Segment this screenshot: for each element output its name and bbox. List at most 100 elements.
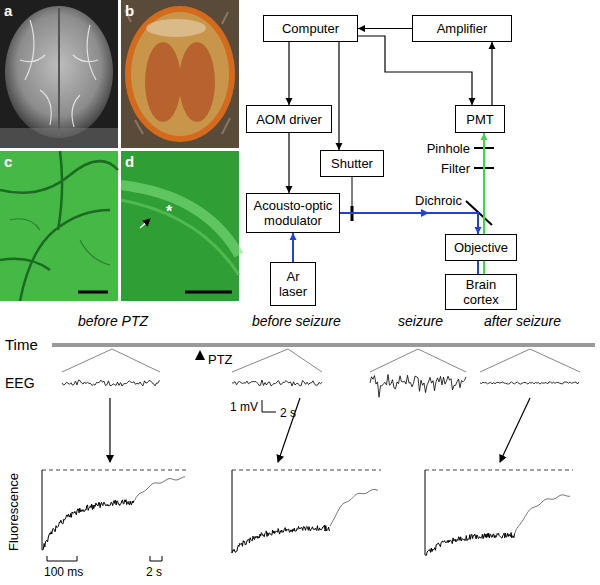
photo-d-part [140,219,150,228]
axis-label: Fluorescence [6,473,21,551]
box-label: Objective [454,240,508,255]
photo-c-part [10,219,110,265]
photo-b [121,0,239,148]
block-box: Shutter [320,150,384,177]
period-label: after seizure [484,313,561,329]
arrow-head [290,233,297,240]
event-label: PTZ [208,352,233,367]
component-label: Dichroic [415,193,462,208]
block-box: PMT [455,105,505,133]
eeg-traces-part [62,380,160,386]
timeline [52,345,595,372]
arrow-head [489,42,496,49]
box-label: Brain cortex [450,277,512,307]
period-label: before PTZ [78,313,148,329]
connector-line [340,213,478,234]
photo-a-part [0,0,118,148]
connector-line [288,133,289,193]
photo-d-part [121,200,239,275]
panel-letter: b [125,2,134,19]
arrow-head [286,98,293,105]
arrow-head [286,186,293,193]
photo-c-part [0,151,118,301]
scale-label: 1 mV [230,400,258,414]
fluorescence-traces-part [515,495,570,533]
connector [340,213,482,234]
eeg-traces [62,375,579,413]
zoom-arrows-part [278,398,300,462]
photo-d-part [121,151,239,301]
box-label: PMT [466,112,493,127]
connector [358,25,412,32]
photo-b-part [145,42,181,122]
block-box: Amplifier [412,15,512,42]
photo-d [121,151,239,301]
arrow-head [475,227,482,234]
photo-b-part [131,12,229,136]
box-label: AOM driver [256,112,322,127]
panel-letter: d [125,153,134,170]
scale-label: 100 ms [44,565,83,579]
axis-label: Time [5,336,38,353]
block-box: Brain cortex [445,274,517,310]
block-box: Ar laser [270,262,316,306]
photo-b-part [121,0,239,148]
fluorescence-traces [42,470,573,561]
box-label: Shutter [331,156,373,171]
box-label: Amplifier [437,21,488,36]
connector [358,36,476,105]
block-box: Objective [445,234,517,261]
arrow-head [469,98,476,105]
fluorescence-traces-part [135,477,185,500]
eeg-traces-part [370,375,466,398]
connector [286,42,293,105]
period-label: seizure [398,313,443,329]
marker-asterisk: * [166,203,172,221]
connector [478,261,479,274]
arrow-head [358,25,365,32]
photo-c-part [78,291,108,294]
block-box: AOM driver [246,105,332,133]
photo-d-part [185,291,232,294]
block-box: Acousto-optic modulator [246,193,340,233]
eeg-traces-part [480,382,579,384]
period-label: before seizure [252,313,341,329]
zoom-arrows-part [109,398,110,462]
connector [336,42,343,150]
timeline-part [195,350,205,360]
box-label: Ar laser [275,269,311,299]
timeline-part [62,349,580,372]
timeline-part [52,343,595,347]
connector [290,233,297,262]
connector-line [491,42,492,105]
eeg-traces-part [232,380,322,386]
fluorescence-traces-part [425,470,515,555]
photo-c-part [0,151,118,301]
fluorescence-traces-part [232,470,330,553]
box-label: Acousto-optic modulator [251,198,335,228]
photo-a-part [5,6,113,138]
fluorescence-traces-part [42,470,188,471]
component-label: Filter [441,161,470,176]
connector-line [338,42,339,150]
photo-a-part [0,128,118,148]
axis-label: EEG [5,375,35,391]
connector-line [358,36,472,105]
fluorescence-traces-part [47,556,162,561]
zoom-arrows [110,398,530,462]
connector [489,42,496,105]
fluorescence-traces-part [232,470,381,471]
fluorescence-traces-part [425,470,573,471]
scale-label: 2 s [280,406,296,420]
scale-label: 2 s [146,565,162,579]
optical-path-part [352,177,353,206]
arrow-head [481,133,488,140]
optical-path-part [483,261,485,274]
connector [481,133,488,234]
connector-line [358,28,412,29]
panel-letter: a [4,2,12,19]
arrow-head [336,143,343,150]
photo-c [0,151,118,301]
photo-a-part [20,20,98,127]
connector-line [483,133,485,234]
